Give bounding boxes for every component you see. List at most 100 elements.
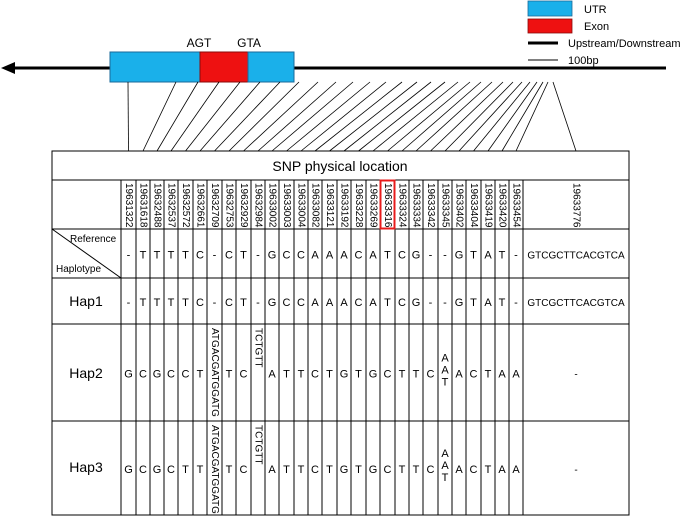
snp-connector xyxy=(552,81,577,152)
haplotype-cell: T xyxy=(197,369,204,381)
haplotype-cell: A xyxy=(326,297,334,309)
snp-position-label: 19633334 xyxy=(410,183,421,228)
haplotype-cell: C xyxy=(139,464,147,476)
haplotype-cell: - xyxy=(127,297,131,309)
table-cells: 19631322--GG19631618TTCC19632488TTGG1963… xyxy=(51,179,625,515)
snp-connector xyxy=(343,81,432,152)
haplotype-cell: - xyxy=(443,250,447,262)
haplotype-cell: T xyxy=(298,369,305,381)
snp-connector xyxy=(329,81,418,152)
snp-position-label: 19633402 xyxy=(453,183,464,228)
haplotype-cell: C xyxy=(355,250,363,262)
snp-position-label: 19633121 xyxy=(324,183,335,228)
snp-position-label: 19631618 xyxy=(137,183,148,228)
haplotype-cell: T xyxy=(226,464,233,476)
haplotype-cell: A xyxy=(369,250,377,262)
haplotype-cell: C xyxy=(311,464,319,476)
haplotype-cell: A xyxy=(455,464,463,476)
haplotype-cell: A xyxy=(268,369,276,381)
haplotype-cell: T xyxy=(140,250,147,262)
haplotype-cell: T xyxy=(168,250,175,262)
exon-block xyxy=(199,51,249,83)
gene-model: AGT GTA xyxy=(1,36,666,83)
snp-position-label: 19632753 xyxy=(223,183,234,228)
haplotype-cell: C xyxy=(398,250,406,262)
legend: UTR Exon Upstream/Downstream 100bp xyxy=(527,0,680,67)
haplotype-cell: A xyxy=(498,464,506,476)
snp-connector xyxy=(300,81,387,152)
haplotype-cell: G xyxy=(268,250,277,262)
haplotype-cell: A xyxy=(512,369,520,381)
hap2-label: Hap2 xyxy=(69,365,103,381)
haplotype-cell: TCTGTT xyxy=(252,425,263,464)
haplotype-cell: T xyxy=(240,297,247,309)
start-codon-label: AGT xyxy=(187,36,212,50)
snp-position-label: 19631322 xyxy=(123,183,134,228)
haplotype-cell: G xyxy=(153,464,162,476)
haplotype-cell: G xyxy=(124,369,133,381)
snp-connector xyxy=(430,81,504,152)
haplotype-cell: - xyxy=(256,250,260,262)
haplotype-cell: T xyxy=(182,250,189,262)
haplotype-cell: C xyxy=(167,464,175,476)
haplotype-cell: C xyxy=(139,369,147,381)
haplotype-cell: C xyxy=(297,297,305,309)
haplotype-cell: T xyxy=(499,297,506,309)
haplotype-cell: C xyxy=(182,369,190,381)
haplotype-cell: - xyxy=(443,297,447,309)
haplotype-cell: T xyxy=(326,464,333,476)
haplotype-cell: GTCGCTTCACGTCA xyxy=(527,251,625,262)
hap3-label: Hap3 xyxy=(69,459,103,475)
haplotype-cell: C xyxy=(196,250,204,262)
haplotype-cell: T xyxy=(355,464,362,476)
snp-connector xyxy=(515,81,549,152)
haplotype-cell: A xyxy=(484,250,492,262)
snp-connector xyxy=(271,81,354,152)
snp-position-label: 19633269 xyxy=(367,183,378,228)
haplotype-cell: G xyxy=(455,297,464,309)
snp-connector xyxy=(286,81,371,152)
haplotype-cell: T xyxy=(485,464,492,476)
haplotype-cell: C xyxy=(240,369,248,381)
haplotype-cell: C xyxy=(427,369,435,381)
legend-exon-label: Exon xyxy=(584,21,609,33)
haplotype-cell: - xyxy=(574,370,577,381)
snp-position-label: 19632661 xyxy=(194,183,205,228)
corner-diagonal xyxy=(51,228,122,279)
haplotype-cell: T xyxy=(168,297,175,309)
haplotype-cell: T xyxy=(140,297,147,309)
legend-utr-label: UTR xyxy=(584,4,607,16)
haplotype-cell: C xyxy=(167,369,175,381)
haplotype-cell: T xyxy=(182,297,189,309)
haplotype-cell: A xyxy=(498,369,506,381)
haplotype-cell: C xyxy=(355,297,363,309)
haplotype-cell: - xyxy=(429,297,433,309)
haplotype-label: Haplotype xyxy=(56,264,101,275)
haplotype-cell: G xyxy=(369,369,378,381)
haplotype-cell: ATGACGATGGATG xyxy=(209,328,220,417)
haplotype-cell: T xyxy=(413,369,420,381)
snp-connector xyxy=(415,81,493,152)
snp-connector-lines xyxy=(127,81,577,152)
direction-arrow-icon xyxy=(1,62,15,74)
haplotype-cell: G xyxy=(412,250,421,262)
haplotype-cell: - xyxy=(213,297,217,309)
snp-connector xyxy=(214,81,281,152)
haplotype-cell: G xyxy=(412,297,421,309)
haplotype-cell: - xyxy=(213,250,217,262)
haplotype-cell: - xyxy=(514,250,518,262)
haplotype-cell: T xyxy=(384,250,391,262)
haplotype-cell: T xyxy=(298,464,305,476)
haplotype-cell: T xyxy=(399,369,406,381)
haplotype-cell: T xyxy=(197,464,204,476)
stop-codon-label: GTA xyxy=(237,36,261,50)
haplotype-cell: T xyxy=(413,464,420,476)
snp-position-label: 19633316 xyxy=(382,183,393,228)
snp-position-label: 19633420 xyxy=(496,183,507,228)
snp-connector xyxy=(372,81,459,152)
snp-connector xyxy=(401,81,482,152)
haplotype-cell: A xyxy=(484,297,492,309)
haplotype-cell: T xyxy=(240,250,247,262)
haplotype-cell: T xyxy=(182,464,189,476)
